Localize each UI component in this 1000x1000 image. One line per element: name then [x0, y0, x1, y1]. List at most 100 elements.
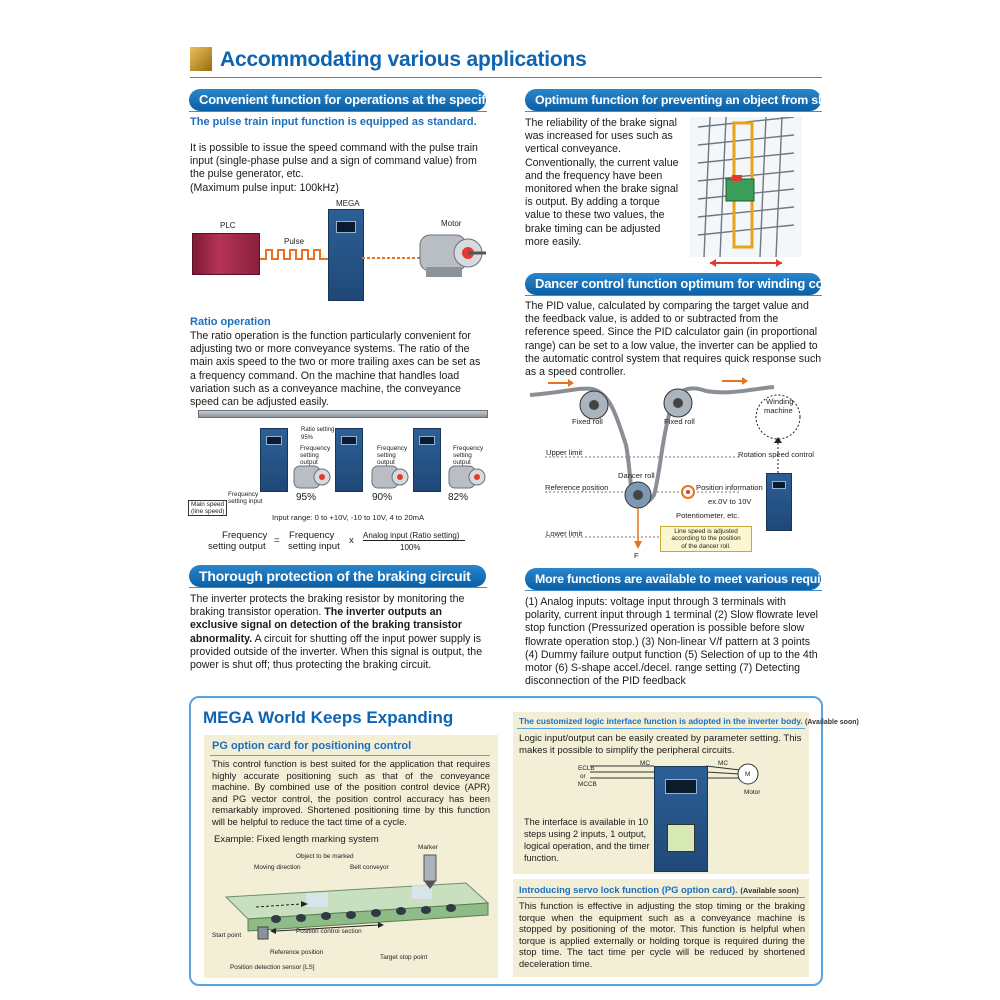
belt-conveyor-label: Belt conveyor	[350, 864, 389, 871]
title-gold-square	[190, 47, 212, 71]
cable-line	[362, 257, 422, 259]
eclb-label: ECLB	[578, 765, 595, 772]
logic-heading-note: (Available soon)	[805, 719, 859, 726]
formula-mid-2: setting input	[288, 541, 340, 552]
servo-heading: Introducing servo lock function (PG opti…	[519, 884, 809, 895]
logic-body: Logic input/output can be easily created…	[519, 733, 802, 756]
braking-body: The inverter protects the braking resist…	[190, 593, 490, 672]
logic-circuit-drawing	[590, 763, 759, 785]
freq-out-3-label-3: output	[453, 459, 471, 466]
braking-section-pill: Thorough protection of the braking circu…	[189, 565, 486, 587]
freq-in-label-1: Frequency	[228, 491, 259, 498]
object-label: Object to be marked	[296, 853, 354, 860]
fixed-roll-2-label: Fixed roll	[664, 417, 695, 426]
motor-label: Motor	[441, 219, 462, 228]
main-speed-label-1: Main speed	[191, 501, 225, 508]
pulse-wave-icon	[260, 249, 330, 260]
pg-example: Example: Fixed length marking system	[214, 834, 379, 845]
slip-body: The reliability of the brake signal was …	[525, 117, 679, 248]
start-point-label: Start point	[212, 932, 242, 939]
moving-direction-label: Moving direction	[254, 864, 301, 871]
freq-out-label-1: Frequency	[300, 445, 331, 452]
pg-heading-line	[210, 755, 490, 756]
servo-heading-text: Introducing servo lock function (PG opti…	[519, 884, 738, 895]
winding-label-1: Winding	[766, 397, 794, 406]
marker-label: Marker	[418, 844, 438, 851]
pulse-section-pill: Convenient function for operations at th…	[189, 89, 544, 111]
formula-num: Analog input (Ratio setting)	[363, 531, 460, 540]
dancer-pill-line	[525, 295, 822, 296]
pg-body: This control function is best suited for…	[212, 759, 490, 827]
logic-heading-line	[517, 728, 805, 729]
dancer-diagram: Fixed roll Fixed roll Winding machine Ro…	[530, 375, 826, 565]
pg-panel	[204, 735, 498, 978]
mega-label: MEGA	[336, 199, 360, 208]
title-underline	[190, 77, 822, 78]
slip-pill-line	[525, 111, 822, 112]
more-body: (1) Analog inputs: voltage input through…	[525, 596, 819, 688]
freq-out-2-label-1: Frequency	[377, 445, 408, 452]
mega-world-title: MEGA World Keeps Expanding	[203, 708, 454, 727]
logic-inverter	[654, 766, 708, 872]
range-label: ex.0V to 10V	[708, 497, 752, 506]
vertical-conveyance-illustration	[690, 117, 802, 267]
ratio-heading: Ratio operation	[190, 316, 271, 328]
force-label: F	[634, 551, 639, 560]
freq-out-label-2: setting	[300, 452, 319, 459]
braking-body-1: The inverter protects the braking resist…	[190, 593, 465, 619]
formula-den: 100%	[400, 543, 421, 552]
note-line-3: of the dancer roll.	[681, 542, 731, 550]
freq-out-2-label-2: setting	[377, 452, 396, 459]
position-section-label: Position control section	[296, 928, 362, 935]
mc2-label: MC	[718, 760, 728, 767]
more-section-pill: More functions are available to meet var…	[525, 568, 867, 590]
fixed-roll-1-label: Fixed roll	[572, 417, 603, 426]
freq-in-label-2: setting input	[228, 498, 263, 505]
lower-limit-label: Lower limit	[546, 529, 583, 538]
main-speed-label-2: (line speed)	[191, 508, 225, 515]
more-pill-line	[525, 590, 822, 591]
freq-out-2-label-3: output	[377, 459, 395, 466]
logic-heading-text: The customized logic interface function …	[519, 716, 803, 726]
formula-eq: =	[274, 535, 280, 546]
formula-bar	[363, 540, 465, 541]
drive-2	[335, 428, 363, 492]
servo-body: This function is effective in adjusting …	[519, 901, 805, 969]
drive-3	[413, 428, 441, 492]
freq-out-3-label-1: Frequency	[453, 445, 484, 452]
potentiometer-label: Potentiometer, etc.	[676, 511, 740, 520]
formula-lhs-2: setting output	[208, 541, 266, 552]
input-range: Input range: 0 to +10V, -10 to 10V, 4 to…	[272, 513, 425, 522]
logic-heading: The customized logic interface function …	[519, 716, 859, 726]
page-title: Accommodating various applications	[220, 48, 587, 71]
ratio-body: The ratio operation is the function part…	[190, 330, 481, 409]
m-label: M	[745, 771, 751, 778]
logic-interface-text: The interface is available in 10 steps u…	[524, 817, 650, 863]
upper-limit-label: Upper limit	[546, 448, 583, 457]
drive-1	[260, 428, 288, 492]
rotation-label: Rotation speed control	[738, 450, 814, 459]
braking-body-2: A circuit for shutting off the input pow…	[190, 632, 483, 672]
ratio-diagram: Ratio setting 95% Frequency setting outp…	[180, 410, 490, 525]
braking-body-bold: The inverter outputs an exclusive signal…	[190, 606, 462, 645]
servo-heading-note: (Available soon)	[740, 886, 799, 895]
dancer-note-box: Line speed is adjusted according to the …	[660, 526, 752, 553]
motor-icon	[419, 234, 486, 277]
dancer-section-pill: Dancer control function optimum for wind…	[525, 273, 851, 295]
slip-section-pill: Optimum function for preventing an objec…	[525, 89, 892, 111]
braking-pill-line	[189, 587, 487, 588]
pct-82: 82%	[448, 492, 469, 503]
pulse-body: It is possible to issue the speed comman…	[190, 142, 478, 181]
main-speed-box: Main speed (line speed)	[188, 500, 228, 516]
motor-label-logic: Motor	[744, 789, 761, 796]
or-label: or	[580, 773, 586, 780]
line-shaft	[198, 410, 488, 418]
dancer-inverter	[766, 473, 792, 531]
ratio-formula: Frequency setting output = Frequency set…	[208, 530, 488, 560]
pct-90: 90%	[372, 492, 393, 503]
pct-95: 95%	[296, 492, 317, 503]
note-line-1: Line speed is adjusted	[674, 528, 738, 535]
ratio-setting-label: Ratio setting	[301, 427, 335, 433]
plc-label: PLC	[220, 221, 236, 230]
dancer-lines	[530, 377, 801, 549]
